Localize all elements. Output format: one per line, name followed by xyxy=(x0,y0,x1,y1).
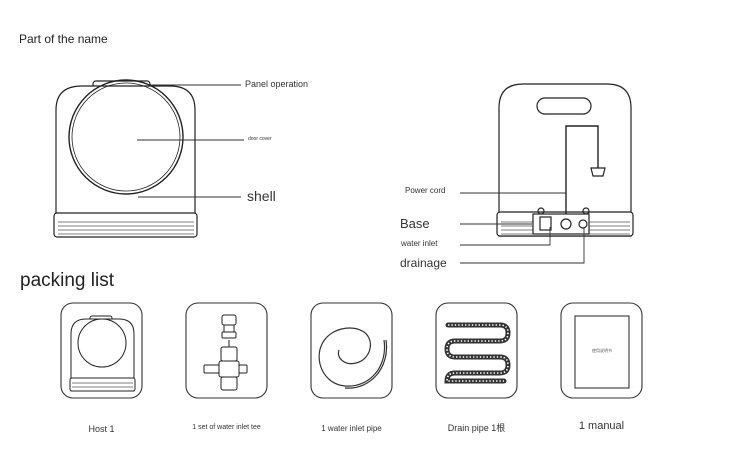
tee-fitting-icon xyxy=(203,314,248,391)
label-panel-operation: Panel operation xyxy=(245,79,309,89)
label-door-cover: door cover xyxy=(248,136,272,142)
manual-cover-text: 使用说明书 xyxy=(592,348,612,353)
front-host-illustration xyxy=(53,79,198,238)
back-leader-lines xyxy=(460,192,585,264)
packing-frames xyxy=(60,302,643,399)
manual-icon xyxy=(574,315,630,389)
caption-inlet-tee: 1 set of water inlet tee xyxy=(192,424,261,431)
label-drainage: drainage xyxy=(400,256,447,270)
caption-inlet-pipe: 1 water inlet pipe xyxy=(321,424,382,433)
drain-pipe-ribs xyxy=(446,324,509,382)
caption-host: Host 1 xyxy=(88,424,115,434)
label-water-inlet: water inlet xyxy=(401,239,438,248)
label-power-cord: Power cord xyxy=(405,186,446,195)
back-host-illustration xyxy=(496,83,634,237)
label-base: Base xyxy=(400,216,430,231)
host-thumbnail xyxy=(69,315,136,392)
packing-list-title: packing list xyxy=(20,270,114,291)
front-leader-lines xyxy=(137,84,244,198)
section-title: Part of the name xyxy=(19,32,108,46)
drain-pipe-icon xyxy=(444,322,511,384)
inlet-pipe-icon xyxy=(318,327,388,389)
caption-drain-pipe: Drain pipe 1根 xyxy=(447,423,506,433)
label-shell: shell xyxy=(247,188,276,204)
caption-manual: 1 manual xyxy=(578,420,625,432)
